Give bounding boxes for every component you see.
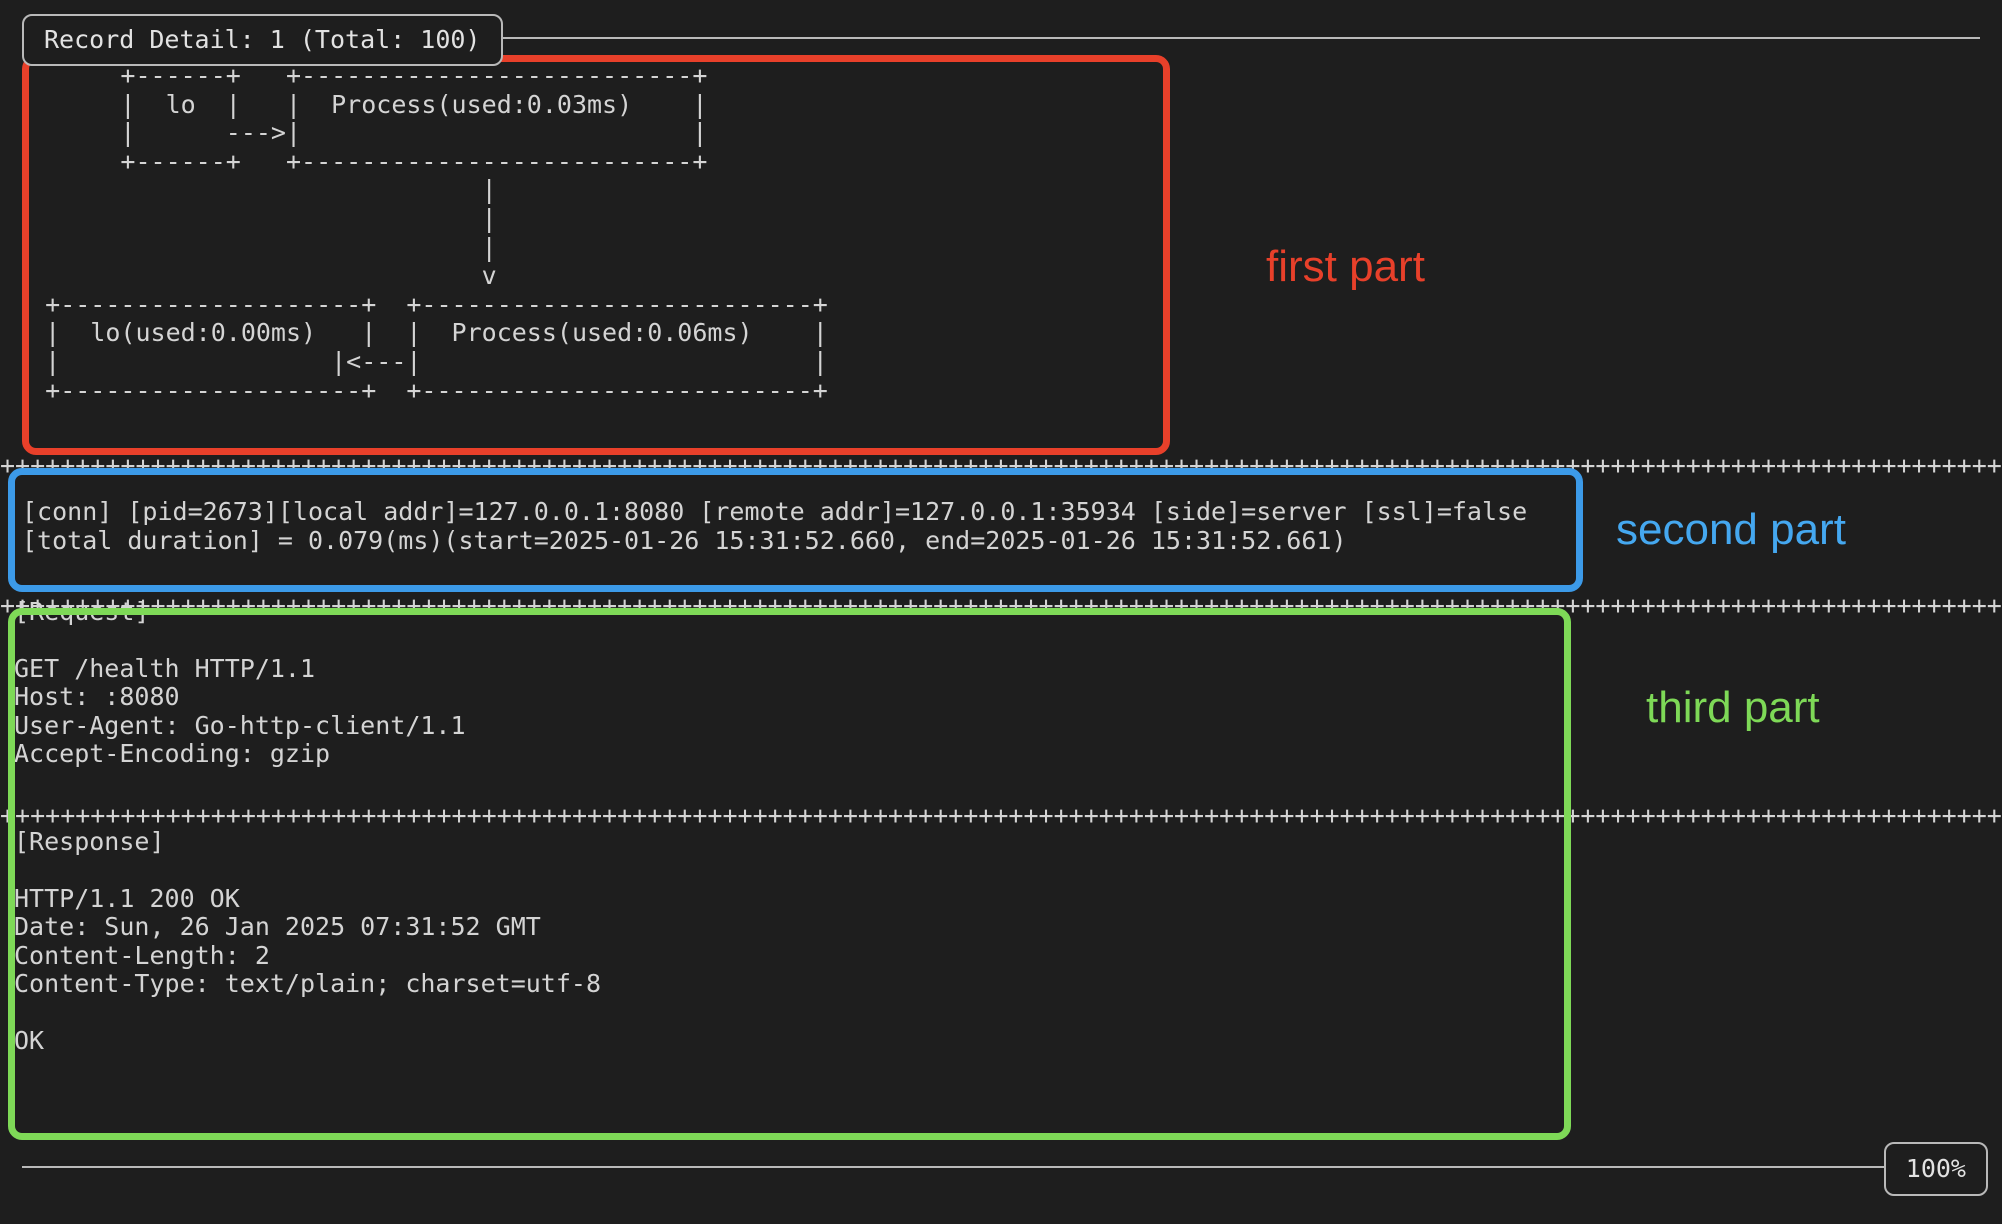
connection-summary-block: [conn] [pid=2673][local addr]=127.0.0.1:… bbox=[22, 497, 1562, 555]
status-bar-divider bbox=[22, 1166, 1888, 1168]
separator-row-top: ++++++++++++++++++++++++++++++++++++++++… bbox=[0, 452, 2002, 480]
conn-line-2: [total duration] = 0.079(ms)(start=2025-… bbox=[22, 525, 1347, 555]
http-exchange-block: [Request] GET /health HTTP/1.1 Host: :80… bbox=[14, 597, 1564, 825]
page-title: Record Detail: 1 (Total: 100) bbox=[44, 24, 481, 54]
request-line-1: GET /health HTTP/1.1 bbox=[14, 653, 316, 683]
separator-row-inner: ++++++++++++++++++++++++++++++++++++++++… bbox=[0, 802, 2002, 830]
spacer bbox=[14, 857, 1564, 885]
spacer bbox=[14, 797, 1564, 825]
spacer bbox=[14, 626, 1564, 654]
request-line-3: User-Agent: Go-http-client/1.1 bbox=[14, 710, 466, 740]
request-heading: [Request] bbox=[14, 597, 150, 626]
response-line-3: Content-Length: 2 bbox=[14, 940, 270, 970]
response-heading: [Response] bbox=[14, 827, 165, 856]
topology-ascii-diagram: +------+ +--------------------------+ | … bbox=[0, 61, 1180, 404]
http-response-block: [Response] HTTP/1.1 200 OK Date: Sun, 26… bbox=[14, 827, 1564, 1056]
annotation-third-part: third part bbox=[1646, 683, 1820, 732]
request-line-2: Host: :8080 bbox=[14, 682, 180, 712]
response-body: OK bbox=[14, 1026, 45, 1056]
response-line-1: HTTP/1.1 200 OK bbox=[14, 883, 240, 913]
zoom-level-label: 100% bbox=[1905, 1153, 1966, 1183]
zoom-level-indicator[interactable]: 100% bbox=[1883, 1142, 1988, 1196]
response-line-4: Content-Type: text/plain; charset=utf-8 bbox=[14, 969, 601, 999]
title-connector-line bbox=[368, 37, 1980, 39]
record-detail-title-box: Record Detail: 1 (Total: 100) bbox=[22, 14, 503, 66]
response-line-2: Date: Sun, 26 Jan 2025 07:31:52 GMT bbox=[14, 912, 541, 942]
request-line-4: Accept-Encoding: gzip bbox=[14, 739, 331, 769]
ascii-diagram-text: +------+ +--------------------------+ | … bbox=[45, 61, 828, 405]
conn-line-1: [conn] [pid=2673][local addr]=127.0.0.1:… bbox=[22, 497, 1528, 526]
spacer bbox=[14, 999, 1564, 1027]
annotation-second-part: second part bbox=[1616, 505, 1846, 554]
spacer bbox=[14, 768, 1564, 796]
annotation-first-part: first part bbox=[1266, 242, 1425, 291]
